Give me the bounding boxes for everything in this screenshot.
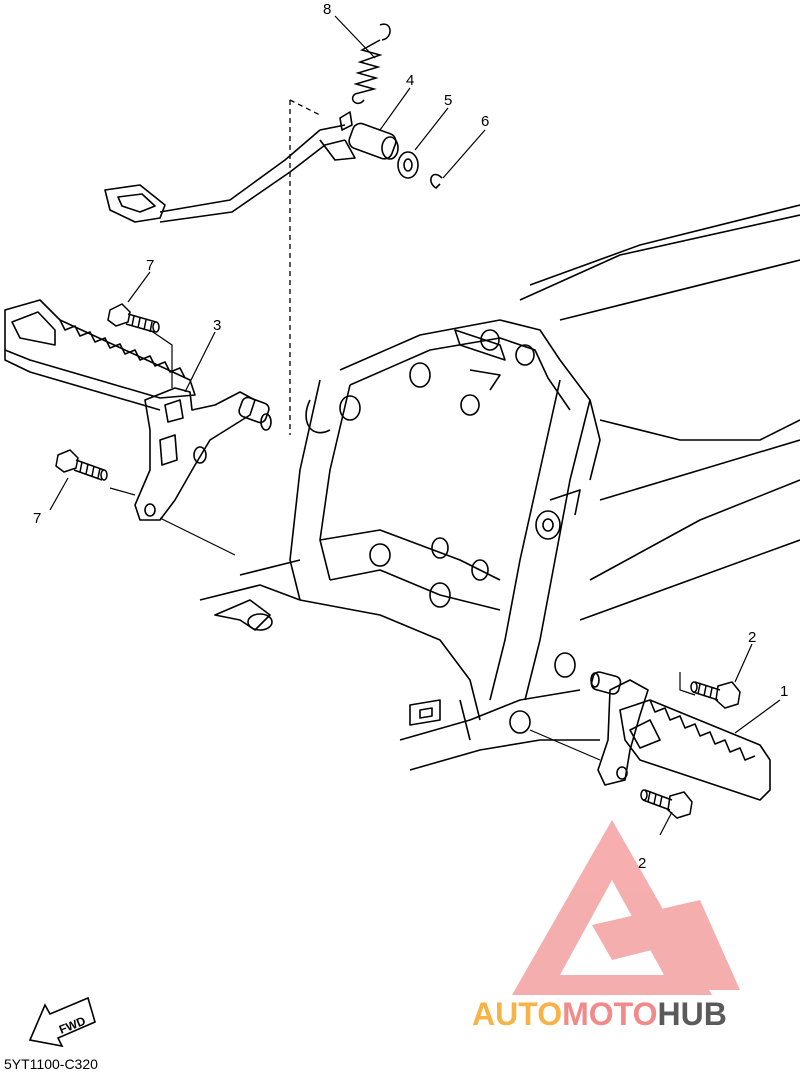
bolt-right-lower [640,789,693,819]
callout-5: 5 [444,92,452,109]
watermark-text: AUTOMOTOHUB [472,996,727,1032]
fwd-arrow: FWD [28,996,96,1048]
leader-lines-left [109,329,236,556]
callout-1: 1 [780,683,788,700]
bolt-upper-left [107,303,160,333]
callout-2-lower: 2 [638,855,646,872]
circlip [430,173,443,190]
callout-leaders [49,15,753,683]
frame-assembly [199,204,800,771]
watermark-logo [512,820,740,995]
watermark-hub: HUB [657,996,726,1032]
callout-3: 3 [213,317,221,334]
callout-7-lower: 7 [33,510,41,527]
leader-lines-right [529,672,781,836]
right-footrest [619,699,771,801]
callout-6: 6 [481,113,489,130]
washer [397,151,419,179]
diagram-code: 5YT1100-C320 [4,1056,98,1072]
callout-7-upper: 7 [146,257,154,274]
callout-labels: 8 4 5 6 7 3 7 2 1 2 [33,1,788,872]
watermark-moto: MOTO [562,996,657,1032]
callout-4: 4 [406,72,414,89]
callout-8: 8 [323,1,331,18]
left-footrest [4,299,196,411]
svg-text:AUTOMOTOHUB: AUTOMOTOHUB [472,996,727,1032]
watermark-auto: AUTO [472,996,562,1032]
return-spring [351,23,391,105]
dashed-leader [289,99,321,435]
bolt-lower-left [55,449,108,481]
brake-pedal [104,111,399,223]
callout-2-upper: 2 [748,629,756,646]
footrest-bracket [134,387,272,521]
bolt-right-upper [690,681,741,709]
right-bracket [590,671,649,786]
